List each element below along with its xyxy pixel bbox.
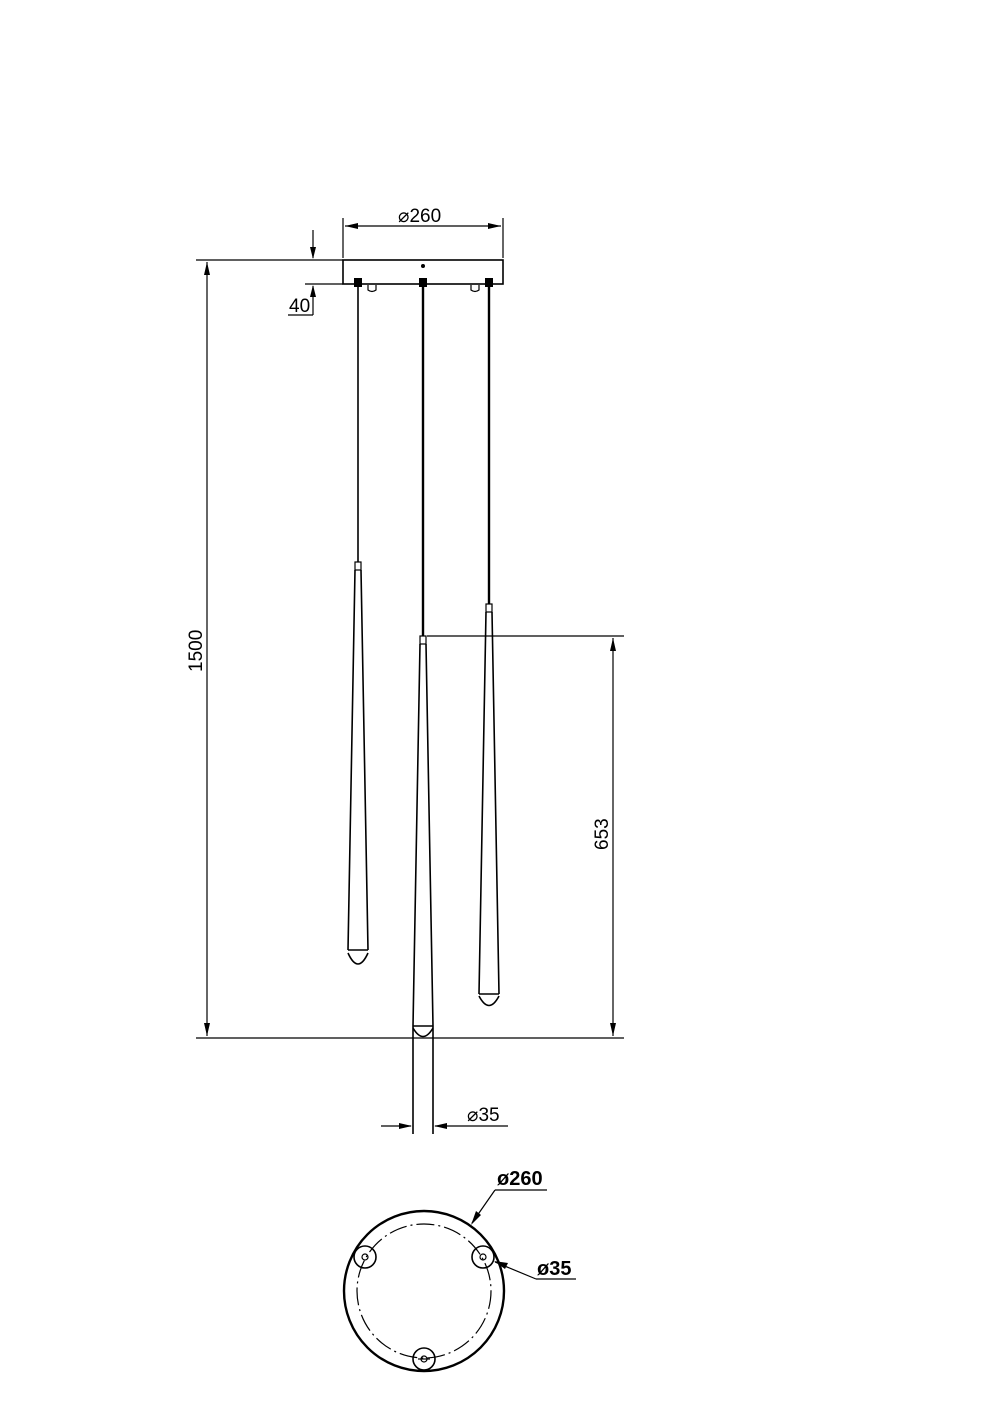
top-hole-diameter-label: ø35 <box>537 1258 571 1280</box>
overall-height-dimension: 1500 <box>186 262 624 1039</box>
hole-right <box>471 1245 495 1269</box>
canopy <box>342 259 504 293</box>
pendant-left <box>347 287 369 965</box>
top-canopy-diameter-leader: ø260 <box>471 1168 547 1225</box>
hole-bottom <box>412 1347 436 1371</box>
hole-left <box>353 1245 377 1269</box>
shade-diameter-dimension: ⌀35 <box>381 1105 508 1129</box>
shade-diameter-label: ⌀35 <box>467 1105 500 1126</box>
overall-height-label: 1500 <box>186 630 207 672</box>
pendant-right <box>478 287 500 1007</box>
canopy-height-dimension: 40 <box>196 230 343 317</box>
canopy-width-dimension: ⌀260 <box>342 206 504 258</box>
top-hole-diameter-leader: ø35 <box>494 1258 576 1280</box>
pendant-center <box>412 287 434 1134</box>
canopy-height-label: 40 <box>289 296 310 317</box>
canopy-diameter-label: ⌀260 <box>398 206 441 227</box>
shade-length-label: 653 <box>592 818 613 850</box>
top-view: ø260 ø35 <box>342 1168 576 1373</box>
shade-length-dimension: 653 <box>427 635 624 1036</box>
top-canopy-diameter-label: ø260 <box>497 1168 543 1190</box>
side-view: ⌀260 40 <box>186 206 624 1134</box>
